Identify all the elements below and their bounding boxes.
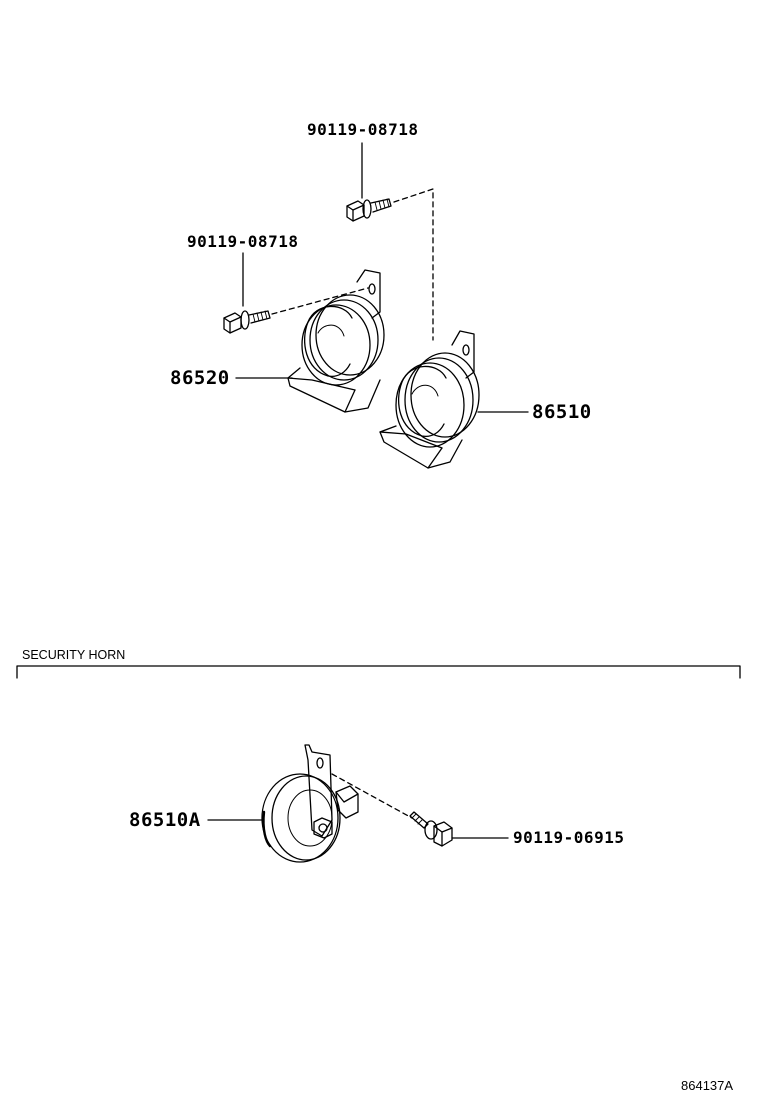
- bolt-left-drawing: [223, 252, 369, 334]
- part-label-bolt-left: 90119-08718: [187, 232, 299, 251]
- illustration-reference-code: 864137A: [681, 1078, 734, 1093]
- part-label-security-horn: 86510A: [129, 809, 201, 831]
- section-title-security-horn: SECURITY HORN: [22, 648, 126, 662]
- part-label-bolt-top: 90119-08718: [307, 120, 419, 139]
- part-label-horn-high: 86510: [532, 401, 592, 423]
- security-section-frame: [16, 665, 741, 679]
- horn-86520-drawing: [287, 269, 385, 413]
- bolt-top-drawing: [346, 142, 434, 341]
- part-label-horn-low: 86520: [170, 367, 230, 389]
- horn-86510-drawing: [379, 330, 480, 469]
- security-bolt-drawing: [409, 811, 453, 847]
- security-horn-drawing: [261, 744, 413, 863]
- part-label-security-bolt: 90119-06915: [513, 828, 625, 847]
